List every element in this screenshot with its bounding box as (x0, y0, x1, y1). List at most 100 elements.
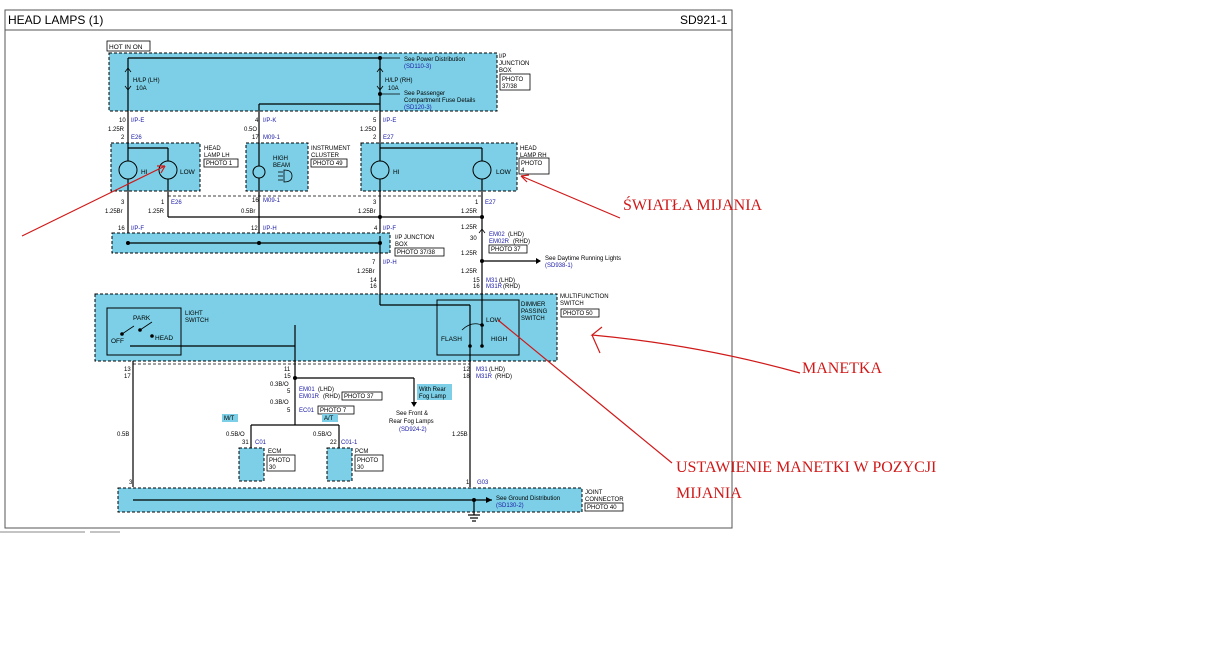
lh-hi-bulb-icon (118, 160, 138, 180)
wire-mid-pin2: 17 (252, 135, 259, 141)
ecm-gauge: 0.5B/O (226, 432, 245, 438)
at-label: A/T (324, 416, 334, 422)
lw-conn7: I/P-H (383, 260, 397, 266)
ecm-conn: C01 (255, 440, 267, 446)
bs-p12: 12 (463, 367, 470, 373)
ip-junction-title-3: BOX (499, 68, 512, 74)
fog-ec01: EC01 (299, 408, 315, 414)
mid-pin-m: 12 (251, 226, 258, 232)
light-switch-off: OFF (111, 338, 124, 345)
head-lamp-rh-photo-tag (518, 157, 550, 175)
drl-lhd: (LHD) (508, 232, 524, 238)
lh-pin3: 3 (121, 200, 125, 206)
dimmer-contact-2 (480, 344, 484, 348)
drl-gauge-top: 1.25R (461, 225, 478, 231)
junction-dot-1 (378, 215, 382, 219)
head-lamp-rh-photo-2: 4 (521, 168, 525, 174)
see-passenger-1: See Passenger (404, 91, 445, 97)
pcm-pin: 22 (330, 440, 337, 446)
ip-junction-photo-tag (499, 73, 531, 91)
fog-gauge2: 0.3B/O (270, 400, 289, 406)
dimmer-flash: FLASH (441, 336, 462, 343)
rh-low-label: LOW (496, 169, 512, 176)
ecm-photo-2: 30 (269, 465, 276, 471)
lw-m31-lhd: (LHD) (499, 278, 515, 284)
pcm-label: PCM (355, 449, 368, 455)
drl-see-ref: (SD938-1) (545, 263, 573, 269)
ip-junction-title-2: JUNCTION (499, 61, 529, 67)
wire-mid-conn: I/P-K (263, 118, 276, 124)
ip-junction-box-top (108, 52, 498, 112)
fog-photo-tag (341, 391, 383, 401)
see-power-ref: (SD110-3) (404, 64, 431, 70)
drl-conn-symbol (478, 228, 486, 234)
ic-conn: M09-1 (263, 198, 281, 204)
fuse-lh-symbol-2 (124, 85, 132, 91)
wire-mid-gauge: 0.5O (244, 127, 257, 133)
fuse-rh-rating: 10A (388, 86, 399, 92)
ground-pin1: 1 (466, 480, 470, 486)
ground-arrow-icon (486, 497, 492, 503)
lw-p15: 15 (473, 278, 480, 284)
with-rear-fog-1: With Rear (419, 387, 446, 393)
mid-dot-2 (257, 241, 261, 245)
mid-junction-title-2: BOX (395, 242, 408, 248)
ic-photo-tag (310, 158, 348, 168)
rh-gauge: 1.25Br (358, 209, 376, 215)
fog-see-2: Rear Fog Lamps (389, 419, 434, 425)
annotation-manetka: MANETKA (802, 360, 882, 377)
ground-pin3: 3 (129, 480, 133, 486)
drl-photo-tag (488, 244, 528, 254)
joint-photo-tag (584, 502, 624, 512)
wire-lh-pin2: 2 (121, 135, 125, 141)
diagram-code: SD921-1 (680, 13, 728, 27)
see-passenger-ref: (SD120-3) (404, 105, 432, 111)
mid-conn-r: I/P-F (383, 226, 396, 232)
drl-photo: PHOTO 37 (491, 247, 521, 253)
see-passenger-2: Compartment Fuse Details (404, 98, 475, 104)
high-beam-label-2: BEAM (273, 163, 290, 169)
pcm-box (326, 447, 353, 482)
bs-p15: 15 (284, 374, 291, 380)
arrow-to-switch (590, 326, 801, 374)
dimmer-title-1: DIMMER (521, 302, 546, 308)
fuse-lh-symbol (124, 67, 132, 73)
diagram-title: HEAD LAMPS (1) (8, 13, 103, 27)
light-switch-park: PARK (133, 315, 151, 322)
drl-conn-rhd: EM02R (489, 239, 510, 245)
wire-lh-conn: I/P-E (131, 118, 144, 124)
dimmer-switch-frame (436, 299, 520, 356)
mid-junction-photo: PHOTO 37/38 (397, 250, 436, 256)
rh-hi-bulb-icon (370, 160, 390, 180)
arrow-to-lh-low (21, 165, 166, 237)
head-lamp-lh-photo-tag (203, 158, 239, 168)
dimmer-high: HIGH (491, 336, 508, 343)
wire-lh-conn2: E26 (131, 135, 142, 141)
wire-lh-gauge: 1.25R (108, 127, 125, 133)
rh-hi-label: HI (393, 169, 400, 176)
fog-arrow-icon (411, 402, 417, 407)
ls-contact-3 (150, 334, 154, 338)
dimmer-low: LOW (486, 317, 502, 324)
lw-pin7: 7 (372, 260, 376, 266)
mfs-title-1: MULTIFUNCTION (560, 294, 609, 300)
wire-rh-pin: 5 (373, 118, 377, 124)
pcm-photo-2: 30 (357, 465, 364, 471)
ip-junction-photo-1: PHOTO (502, 77, 524, 83)
fog-dot (293, 376, 297, 380)
lh-conn: E26 (171, 200, 182, 206)
fog-see-ref: (SD924-2) (399, 427, 427, 433)
fuse-lh-label: H/LP (LH) (133, 78, 160, 84)
mid-pin-l: 16 (118, 226, 125, 232)
ip-junction-photo-2: 37/38 (502, 84, 518, 90)
fog-conn-lhd: EM01 (299, 387, 315, 393)
mt-label: M/T (224, 416, 235, 422)
mfs-title-2: SWITCH (560, 301, 584, 307)
lh-low-bulb-icon (158, 160, 178, 180)
mt-tag (222, 414, 238, 422)
joint-title-2: CONNECTOR (585, 497, 624, 503)
dimmer-title-3: SWITCH (521, 316, 545, 322)
ground-see: See Ground Distribution (496, 496, 560, 502)
ls-contact-2 (138, 328, 142, 332)
